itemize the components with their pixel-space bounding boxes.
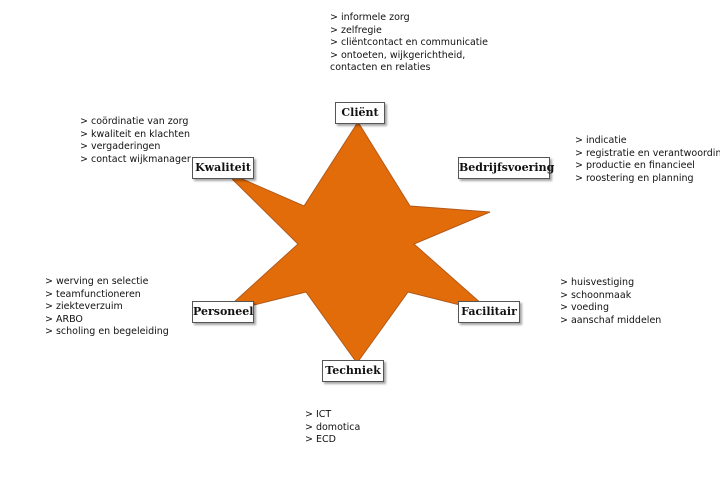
list-item: >aanschaf middelen [560, 314, 662, 326]
list-item: >vergaderingen [80, 141, 161, 153]
list-item: >ziekteverzuim [45, 301, 123, 313]
list-item: >scholing en begeleiding [45, 326, 169, 338]
list-item: >ICT [305, 409, 332, 420]
list-item: >domotica [305, 421, 361, 433]
node-kwaliteit: Kwaliteit [192, 157, 254, 179]
list-item: >coördinatie van zorg [80, 116, 189, 127]
list-item: >werving en selectie [45, 276, 149, 287]
list-item: >zelfregie [330, 24, 382, 36]
list-item: >ECD [305, 434, 336, 446]
node-bedrijfsvoering: Bedrijfsvoering [458, 157, 554, 179]
personeel-list: >werving en selectie >teamfunctioneren >… [45, 276, 205, 339]
list-item: >indicatie [575, 135, 627, 146]
client-list: >informele zorg >zelfregie >cliëntcontac… [330, 12, 510, 75]
list-item: >contact wijkmanager [80, 153, 191, 165]
star-shape [221, 121, 493, 364]
list-item: >schoonmaak [560, 289, 632, 301]
node-techniek: Techniek [322, 360, 384, 382]
list-item: >cliëntcontact en communicatie [330, 37, 488, 49]
list-item: >informele zorg [330, 12, 410, 23]
list-item: >ontoeten, wijkgerichtheid, contacten en… [330, 49, 466, 74]
list-item: >roostering en planning [575, 172, 694, 184]
kwaliteit-list: >coördinatie van zorg >kwaliteit en klac… [80, 116, 230, 166]
list-item: >registratie en verantwoording [575, 147, 720, 159]
list-item: >ARBO [45, 313, 83, 325]
list-item: >huisvestiging [560, 277, 635, 288]
node-client: Cliënt [335, 102, 385, 124]
list-item: >voeding [560, 302, 609, 314]
techniek-list: >ICT >domotica >ECD [305, 409, 425, 447]
list-item: >productie en financieel [575, 160, 695, 172]
node-personeel: Personeel [192, 301, 254, 323]
node-facilitair: Facilitair [458, 301, 520, 323]
list-item: >kwaliteit en klachten [80, 128, 190, 140]
facilitair-list: >huisvestiging >schoonmaak >voeding >aan… [560, 277, 710, 327]
bedrijfsvoering-list: >indicatie >registratie en verantwoordin… [575, 135, 720, 185]
list-item: >teamfunctioneren [45, 288, 141, 300]
